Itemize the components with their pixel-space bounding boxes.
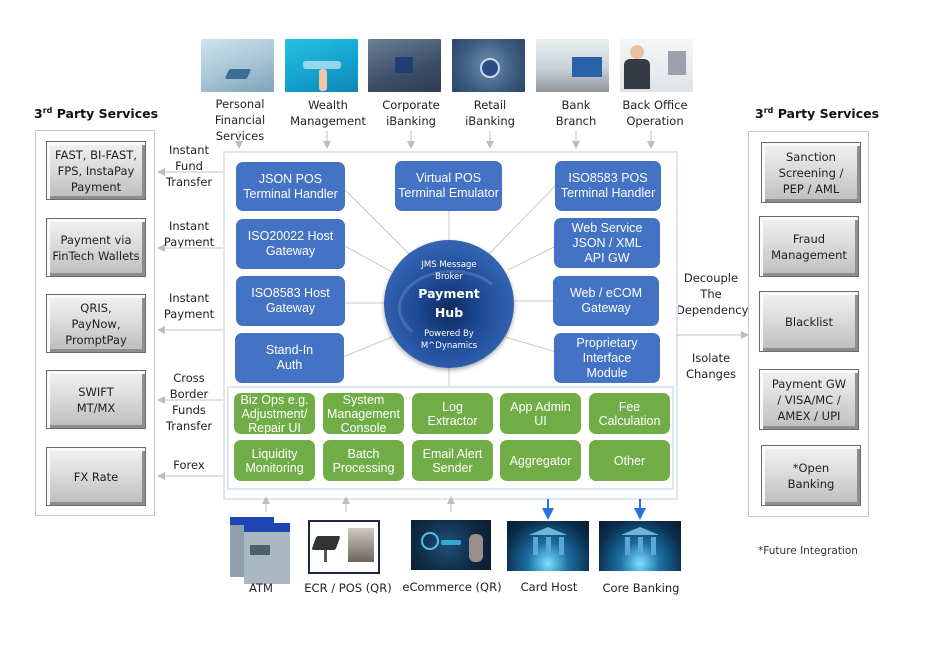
module-json-pos-terminal-handler[interactable]: JSON POS Terminal Handler	[236, 162, 345, 211]
flow-label-instant-fund-transfer: Instant Fund Transfer	[165, 143, 213, 189]
module-virtual-pos-terminal-emulator[interactable]: Virtual POS Terminal Emulator	[395, 161, 502, 211]
ecommerce-image	[411, 520, 491, 570]
service-swift[interactable]: SWIFT MT/MX	[46, 370, 146, 429]
hub-powered-by: Powered By M^Dynamics	[420, 329, 478, 351]
corporate-banking-image	[368, 39, 441, 92]
service-fraud-management[interactable]: Fraud Management	[759, 216, 859, 277]
module-iso20022-host-gateway[interactable]: ISO20022 Host Gateway	[236, 219, 345, 269]
left-service-arrows	[157, 168, 223, 480]
hub-broker-label: JMS Message Broker	[421, 260, 477, 282]
top-channel-arrows	[235, 131, 655, 149]
payment-hub[interactable]: JMS Message Broker Payment Hub Powered B…	[384, 240, 514, 368]
module-email-alert-sender[interactable]: Email Alert Sender	[412, 440, 493, 481]
module-web-ecom-gateway[interactable]: Web / eCOM Gateway	[553, 276, 659, 326]
back-office-image	[620, 39, 693, 92]
module-proprietary-interface[interactable]: Proprietary Interface Module	[554, 333, 660, 383]
channel-back-office: Back Office Operation	[622, 98, 688, 128]
module-log-extractor[interactable]: Log Extractor	[412, 393, 493, 434]
module-app-admin-ui[interactable]: App Admin UI	[500, 393, 581, 434]
module-system-management-console[interactable]: System Management Console	[323, 393, 404, 435]
flow-label-forex: Forex	[173, 458, 205, 472]
right-panel-heading: 3rd Party Services	[755, 106, 880, 122]
module-liquidity-monitoring[interactable]: Liquidity Monitoring	[234, 440, 315, 481]
green-modules-frame: Biz Ops e.g. Adjustment/ Repair UI Syste…	[227, 386, 674, 490]
module-biz-ops[interactable]: Biz Ops e.g. Adjustment/ Repair UI	[234, 393, 315, 435]
note-decouple-dependency: Decouple The Dependency	[676, 271, 749, 317]
atm-image	[230, 517, 290, 584]
hub-title: Payment Hub	[418, 286, 480, 320]
channel-ecommerce: eCommerce (QR)	[402, 580, 502, 594]
note-isolate-changes: Isolate Changes	[685, 351, 737, 381]
service-qr-payments[interactable]: QRIS, PayNow, PromptPay	[46, 294, 146, 353]
channel-wealth-management: Wealth Management	[290, 98, 366, 128]
module-aggregator[interactable]: Aggregator	[500, 440, 581, 481]
core-banking-image	[599, 521, 681, 571]
card-host-image	[507, 521, 589, 571]
retail-banking-image	[452, 39, 525, 92]
bottom-in-arrows	[262, 496, 455, 512]
service-fintech-wallets[interactable]: Payment via FinTech Wallets	[46, 218, 146, 277]
module-iso8583-host-gateway[interactable]: ISO8583 Host Gateway	[236, 276, 345, 326]
flow-label-cross-border: Cross Border Funds Transfer	[165, 371, 213, 433]
module-web-service-api-gateway[interactable]: Web Service JSON / XML API GW	[554, 218, 660, 268]
channel-corporate-ibanking: Corporate iBanking	[382, 98, 440, 128]
fintech-image	[201, 39, 274, 92]
channel-retail-ibanking: Retail iBanking	[465, 98, 515, 128]
module-other[interactable]: Other	[589, 440, 670, 481]
service-payment-gateway[interactable]: Payment GW / VISA/MC / AMEX / UPI	[759, 369, 859, 430]
module-fee-calculation[interactable]: Fee Calculation	[589, 393, 670, 434]
service-fast-payment[interactable]: FAST, BI-FAST, FPS, InstaPay Payment	[46, 141, 146, 200]
service-open-banking[interactable]: *Open Banking	[761, 445, 861, 506]
bank-branch-image	[536, 39, 609, 92]
channel-bank-branch: Bank Branch	[555, 98, 597, 128]
hub-shine	[398, 270, 506, 346]
ecr-pos-image	[308, 520, 380, 574]
flow-label-instant-payment: Instant Payment	[163, 219, 215, 249]
module-iso8583-pos-terminal-handler[interactable]: ISO8583 POS Terminal Handler	[555, 161, 661, 211]
service-sanction-screening[interactable]: Sanction Screening / PEP / AML	[761, 142, 861, 203]
bottom-out-arrows	[542, 499, 646, 520]
channel-card-host: Card Host	[520, 580, 578, 594]
left-panel-heading: 3rd Party Services	[34, 106, 159, 122]
wealth-management-image	[285, 39, 358, 92]
service-blacklist[interactable]: Blacklist	[759, 291, 859, 352]
flow-label-instant-payment-qr: Instant Payment	[163, 291, 215, 321]
channel-ecr-pos: ECR / POS (QR)	[304, 581, 392, 595]
service-fx-rate[interactable]: FX Rate	[46, 447, 146, 506]
module-batch-processing[interactable]: Batch Processing	[323, 440, 404, 481]
channel-atm: ATM	[249, 581, 273, 595]
module-stand-in-auth[interactable]: Stand-In Auth	[235, 333, 344, 383]
channel-core-banking: Core Banking	[602, 581, 680, 595]
channel-personal-financial-services: Personal Financial Services	[214, 97, 266, 143]
future-integration-footnote: *Future Integration	[758, 545, 858, 557]
